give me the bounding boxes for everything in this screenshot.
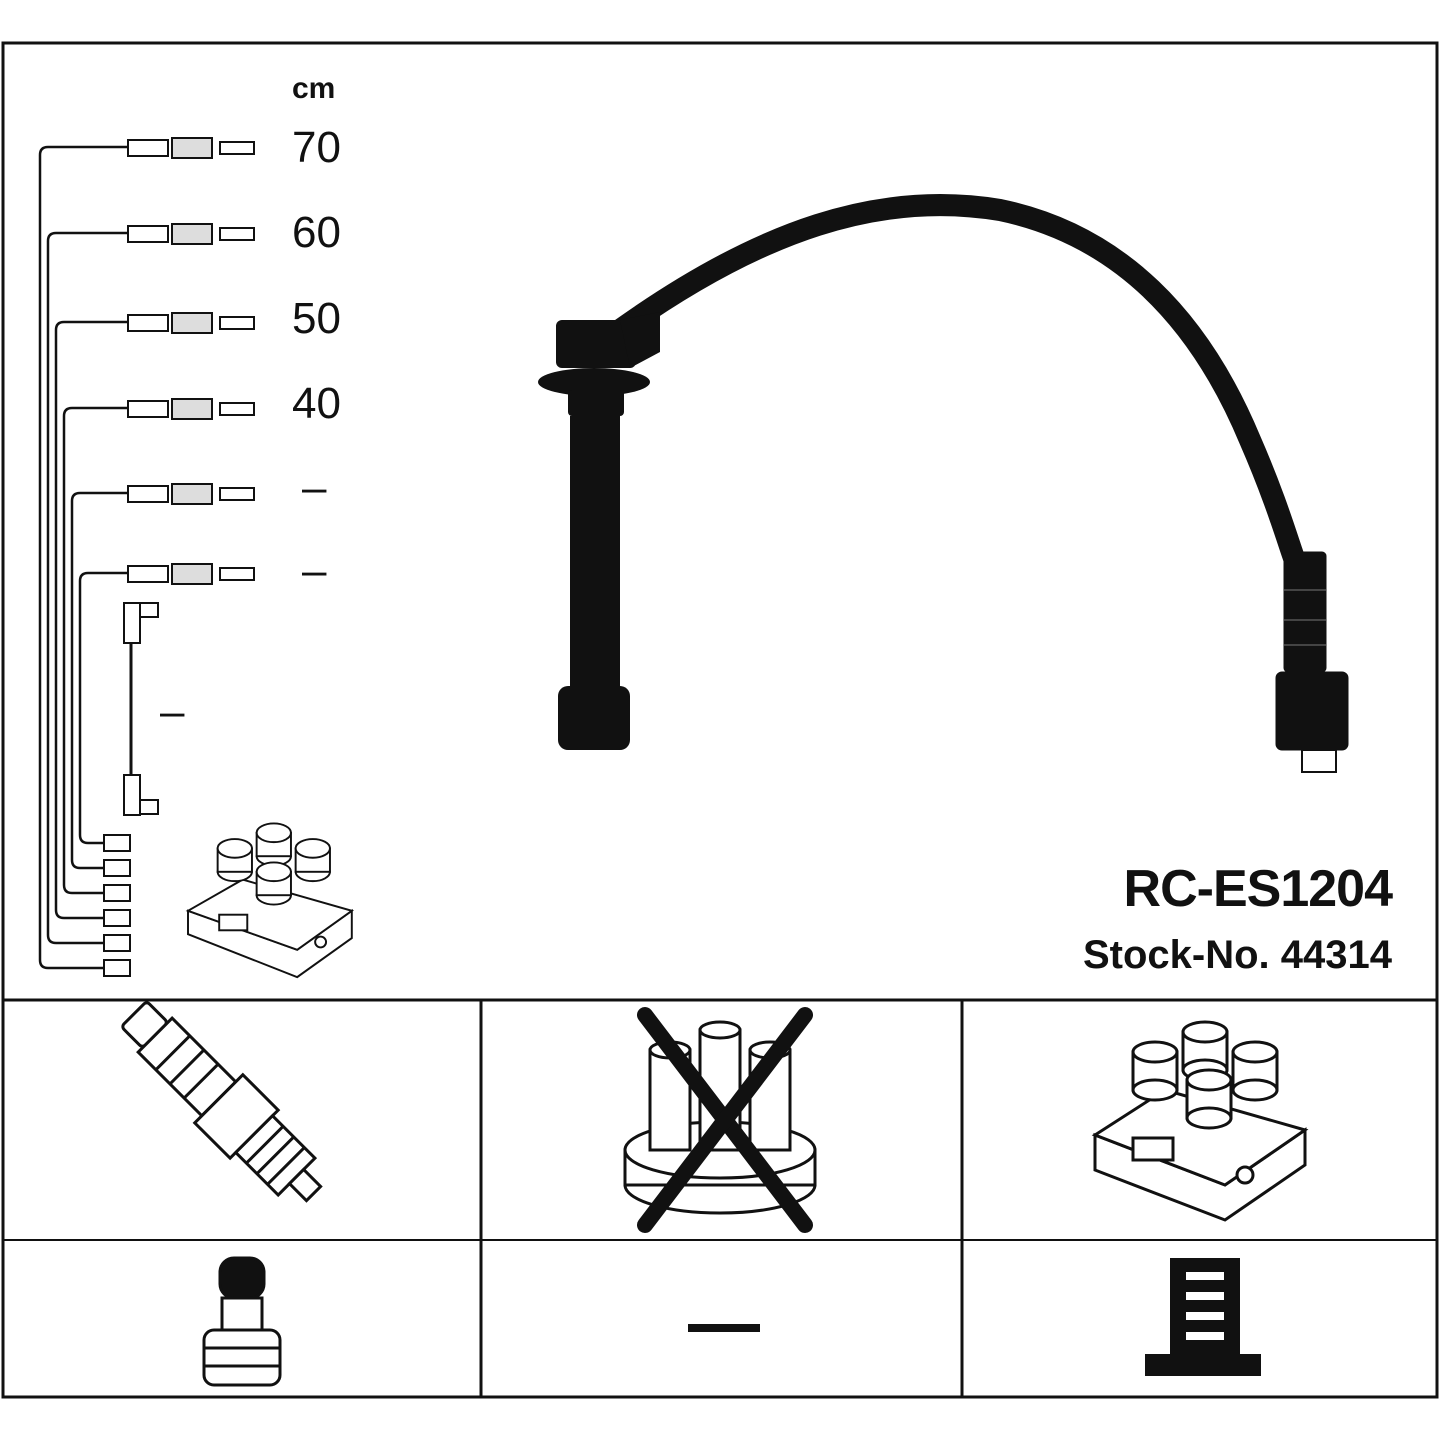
outer-frame bbox=[1, 41, 1439, 1399]
coil-end-5 bbox=[103, 859, 131, 877]
cable-line-3 bbox=[54, 320, 128, 920]
distributor-boot-dash bbox=[688, 1324, 760, 1332]
cable-set-schematic bbox=[38, 145, 128, 970]
coil-end-1 bbox=[103, 959, 131, 977]
connector-3 bbox=[127, 312, 255, 334]
connector-6 bbox=[127, 563, 255, 585]
part-number: RC-ES1204 bbox=[1124, 860, 1394, 918]
coil-end-6 bbox=[103, 834, 131, 852]
cable-line-5 bbox=[70, 491, 128, 870]
length-label-4: 40 bbox=[292, 379, 341, 428]
length-label-7: – bbox=[160, 687, 185, 736]
connector-4 bbox=[127, 398, 255, 420]
connector-1 bbox=[127, 137, 255, 159]
length-label-3: 50 bbox=[292, 294, 341, 343]
coil-end-3 bbox=[103, 909, 131, 927]
cable-line-6 bbox=[78, 571, 128, 845]
length-label-6: – bbox=[302, 546, 327, 595]
small-coil-icon bbox=[185, 822, 355, 979]
lead-cable bbox=[609, 194, 1311, 581]
coil-boot bbox=[1275, 551, 1349, 773]
ignition-coil-icon bbox=[1091, 1020, 1309, 1222]
spark-plug-icon bbox=[121, 1001, 323, 1203]
crossed-out-mark bbox=[637, 1007, 813, 1233]
connector-2 bbox=[127, 223, 255, 245]
connector-5 bbox=[127, 483, 255, 505]
cable-connectors bbox=[103, 137, 255, 977]
cable-line-1 bbox=[38, 145, 128, 970]
length-label-2: 60 bbox=[292, 208, 341, 257]
unit-label: cm bbox=[292, 72, 335, 105]
plug-boot bbox=[538, 312, 660, 750]
cable-line-2 bbox=[46, 231, 128, 945]
cable-line-4 bbox=[62, 406, 128, 895]
coil-end-2 bbox=[103, 934, 131, 952]
length-label-5: – bbox=[302, 463, 327, 512]
short-cable bbox=[123, 602, 159, 816]
ignition-lead-illustration bbox=[538, 194, 1349, 773]
coil-end-4 bbox=[103, 884, 131, 902]
length-label-1: 70 bbox=[292, 123, 341, 172]
plug-boot-icon bbox=[202, 1256, 282, 1387]
coil-terminal-icon bbox=[1145, 1258, 1261, 1376]
stock-number: Stock-No. 44314 bbox=[1083, 933, 1393, 977]
